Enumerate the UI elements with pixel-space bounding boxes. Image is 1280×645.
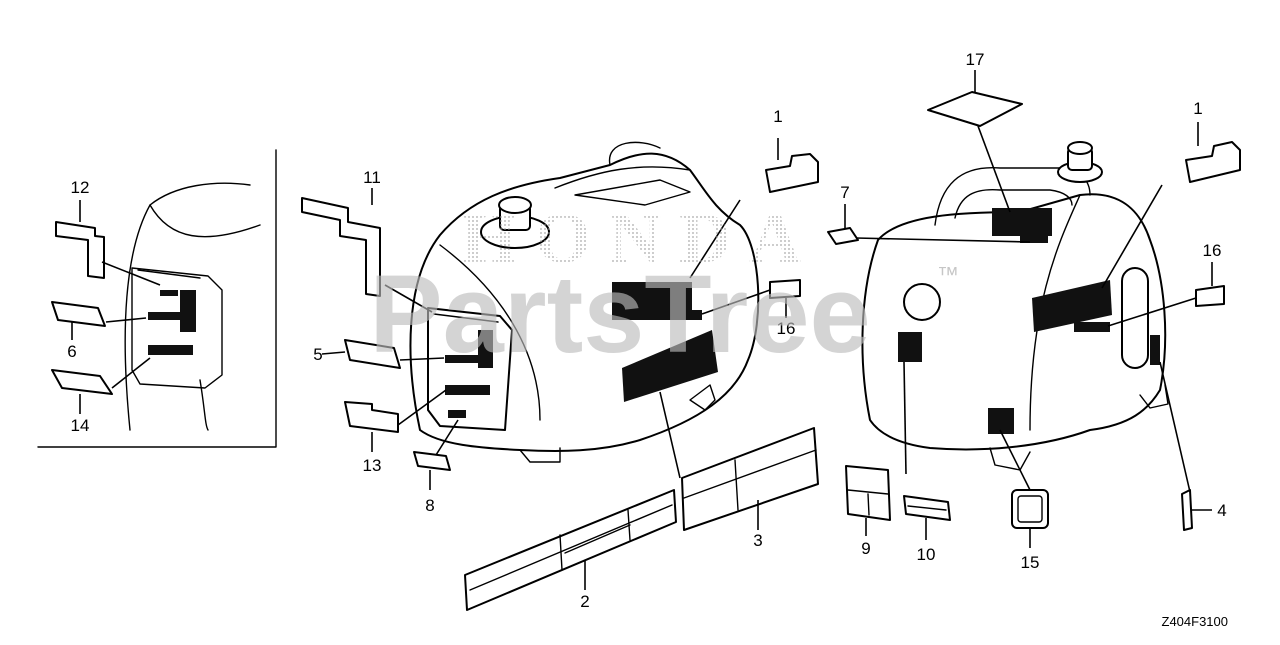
side-decal-block-16: [660, 310, 702, 320]
decal-15-inner: [1017, 495, 1043, 523]
inset-front-panel: [131, 267, 223, 389]
front-decal-block: [445, 355, 490, 363]
watermark-brand: HONDA: [461, 198, 819, 278]
diagram-code: Z404F3100: [1162, 614, 1229, 629]
decal-9: [845, 465, 891, 521]
rear-side-crease: [1029, 194, 1081, 431]
side-decal-block-3: [622, 330, 718, 402]
decal-3: [681, 427, 819, 531]
decal-8: [413, 451, 451, 471]
decal-11: [301, 197, 381, 297]
inset-frame: [37, 149, 277, 448]
generator-rear-view: 17 7 1 16 9 10 15 4: [827, 50, 1241, 572]
decal-2: [464, 489, 677, 611]
decal-13: [344, 401, 399, 433]
decal-17: [927, 91, 1023, 127]
front-side-crease: [439, 244, 541, 421]
callout-12: 12: [71, 178, 90, 197]
callout-6: 6: [67, 342, 76, 361]
inset-handle-curve: [149, 204, 261, 238]
callout-1-front: 1: [773, 107, 782, 126]
inset-body-outline: [124, 182, 251, 431]
callout-1-rear: 1: [1193, 99, 1202, 118]
front-handle-opening: [574, 179, 691, 206]
front-foot-right: [689, 384, 716, 411]
front-handle-inner: [554, 166, 691, 189]
fuel-cap-top: [498, 196, 532, 214]
rear-decal-block-16: [1074, 322, 1110, 332]
inset-detail: 12 6 14: [37, 149, 277, 448]
watermark-site-name: PartsTree: [369, 253, 870, 376]
rear-foot: [989, 447, 1031, 471]
inset-panel-line: [137, 269, 201, 279]
callout-16-front: 16: [777, 319, 796, 338]
callout-5: 5: [313, 345, 322, 364]
decal-7: [827, 227, 859, 245]
rear-body-outline: [861, 193, 1167, 451]
watermark-trademark: ™: [937, 262, 959, 287]
front-panel-line: [433, 313, 499, 323]
decal-1-front: [765, 153, 819, 193]
rear-decal-block-4: [1150, 335, 1160, 365]
rear-foot-right: [1139, 384, 1169, 409]
decal-5: [344, 339, 401, 369]
decal-16-rear: [1195, 285, 1225, 307]
inset-decal-block: [160, 290, 178, 296]
decal-4: [1181, 489, 1193, 531]
inset-decal-block: [180, 290, 196, 332]
callout-9: 9: [861, 539, 870, 558]
decal-10: [903, 495, 951, 521]
front-decal-block: [445, 385, 490, 395]
callout-13: 13: [363, 456, 382, 475]
exhaust-port: [903, 283, 941, 321]
inset-decal-block: [148, 345, 193, 355]
front-foot: [519, 447, 561, 463]
callout-14: 14: [71, 416, 90, 435]
callout-8: 8: [425, 496, 434, 515]
rear-top-decal-block-small: [1020, 235, 1048, 243]
watermark: HONDA PartsTree ™: [369, 198, 959, 376]
generator-front-view: 11 5 13 8 1 16 2 3: [301, 107, 819, 611]
decal-6: [51, 301, 106, 327]
callout-15: 15: [1021, 553, 1040, 572]
rear-decal-block-15: [988, 408, 1014, 434]
callout-3: 3: [753, 531, 762, 550]
decal-12: [55, 221, 105, 279]
inset-decal-block: [148, 312, 188, 320]
decal-1-rear: [1185, 141, 1241, 183]
decal-16-front: [769, 279, 801, 299]
rear-handle-inner: [954, 188, 1073, 219]
callout-16-rear: 16: [1203, 241, 1222, 260]
front-decal-block: [478, 330, 493, 368]
callout-11: 11: [363, 168, 381, 187]
front-handle-top: [608, 141, 661, 166]
callout-7: 7: [840, 183, 849, 202]
callout-17: 17: [966, 50, 985, 69]
callout-10: 10: [917, 545, 936, 564]
rear-decal-block-1: [1032, 280, 1112, 332]
front-decal-block: [448, 410, 466, 418]
rear-decal-block-9: [898, 332, 922, 362]
decal-14: [51, 369, 113, 395]
callout-2: 2: [580, 592, 589, 611]
callout-4: 4: [1217, 501, 1226, 520]
rear-top-decal-block: [992, 208, 1052, 236]
rear-fuel-cap-top: [1067, 141, 1093, 155]
